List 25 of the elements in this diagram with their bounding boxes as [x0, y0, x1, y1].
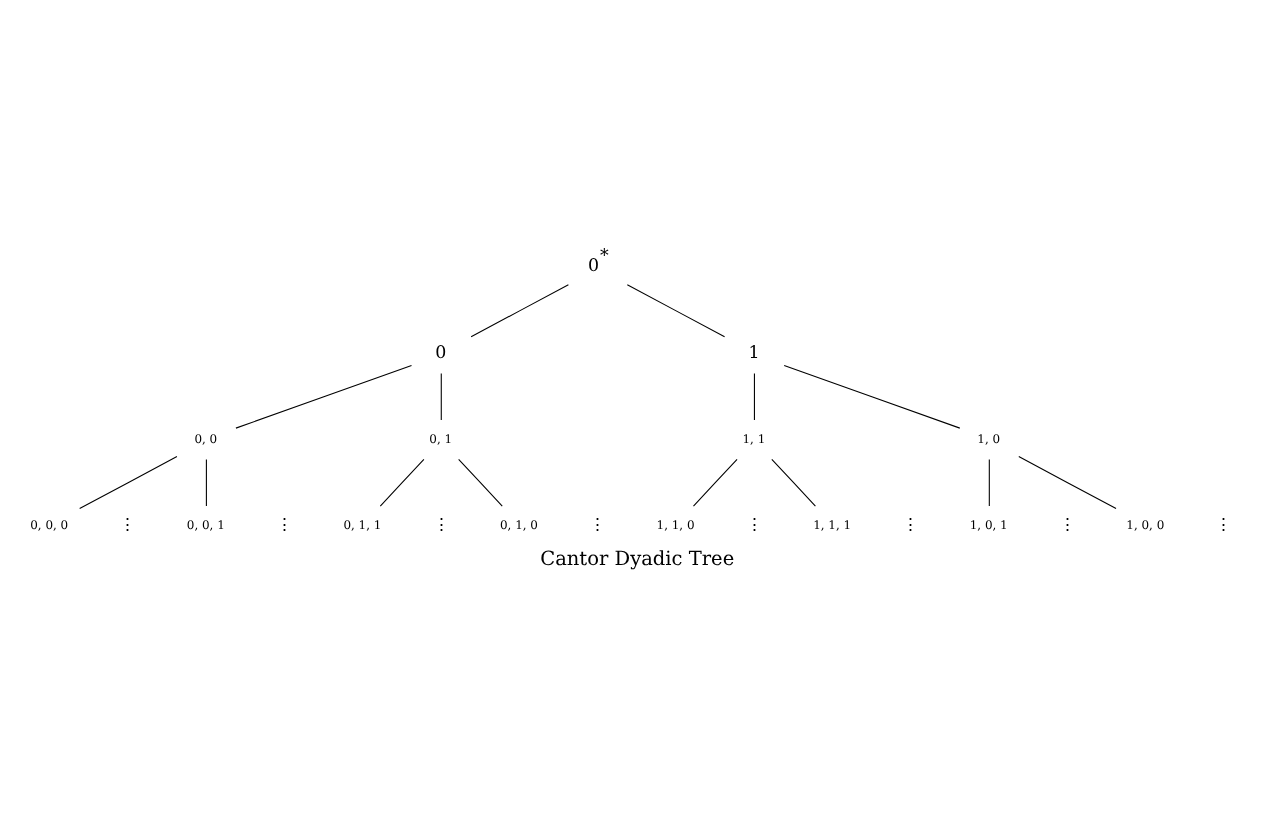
connector [1018, 456, 1117, 510]
connector [692, 458, 738, 507]
label: ⋮ [275, 515, 294, 536]
node-text: 1 [748, 343, 760, 364]
label: ⋮ [1058, 515, 1077, 536]
label: ⋮ [432, 515, 451, 536]
label: ⋮ [119, 515, 138, 536]
connector [79, 456, 178, 510]
connector [771, 458, 816, 507]
label: ⋮ [745, 515, 764, 536]
connector [988, 458, 990, 507]
connector [626, 284, 726, 338]
connector [235, 364, 413, 429]
connector [440, 372, 442, 421]
caption: Cantor Dyadic Tree [540, 549, 735, 572]
connector [783, 364, 961, 429]
connector [753, 372, 755, 421]
connector [458, 458, 503, 507]
label: ⋮ [589, 515, 608, 536]
connector [470, 284, 569, 338]
label: ⋮ [1215, 515, 1234, 536]
node-text: 0 [435, 343, 447, 364]
label: ⋮ [902, 515, 921, 536]
connector [379, 458, 425, 507]
connector [205, 458, 207, 507]
